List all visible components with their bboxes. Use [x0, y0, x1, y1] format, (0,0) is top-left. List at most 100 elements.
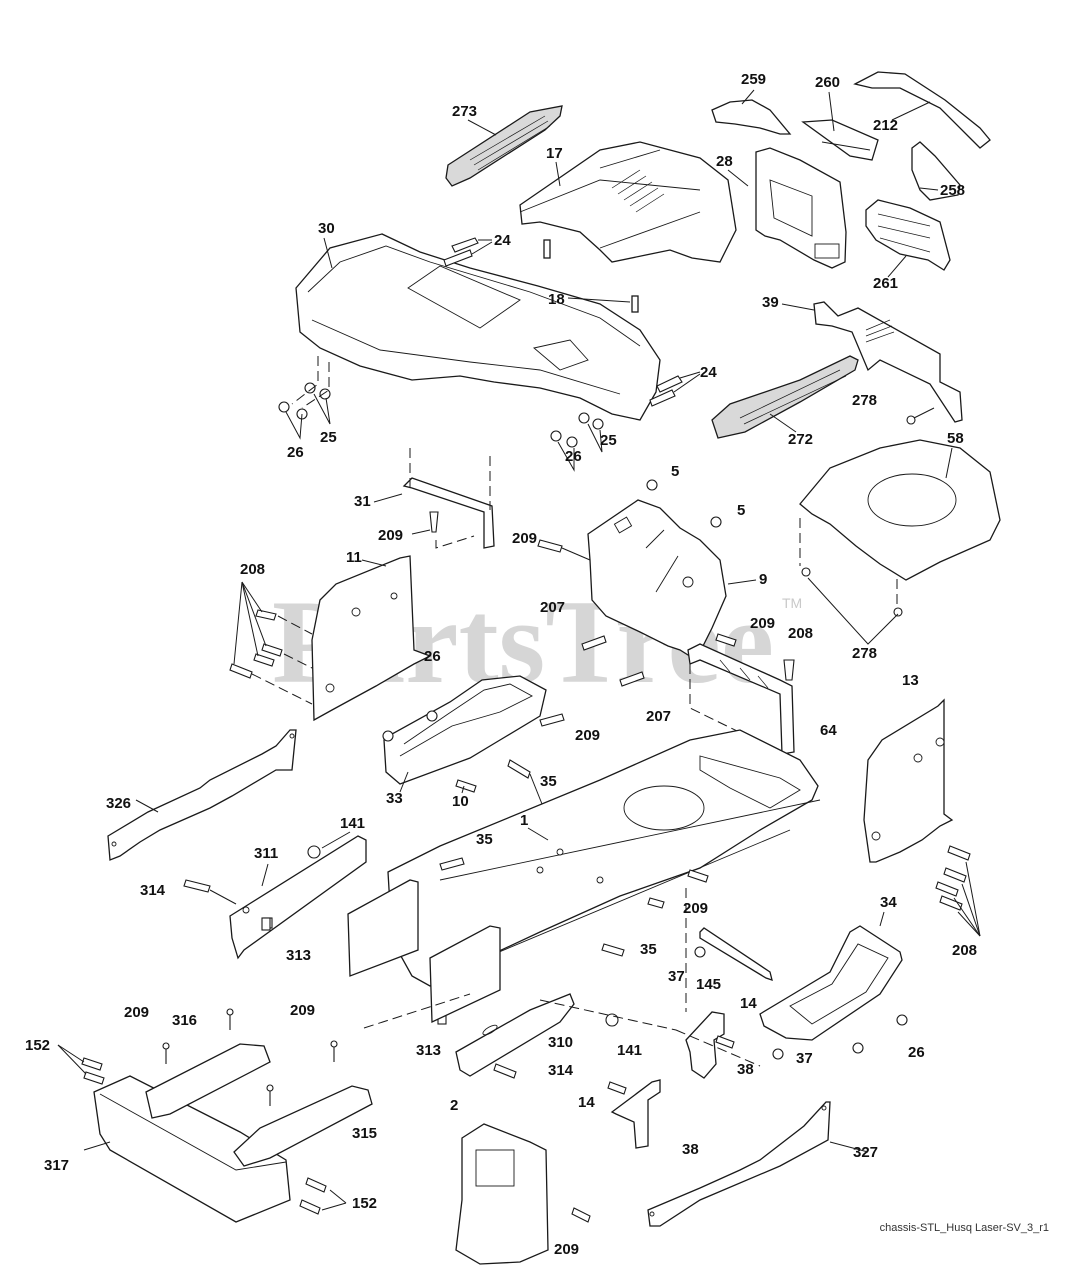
part-313-clip-a[interactable] [261, 917, 271, 931]
part-209-screw-d[interactable] [539, 713, 565, 727]
part-2-front-bracket[interactable] [455, 1123, 549, 1265]
callout-313-a: 313 [286, 947, 311, 964]
callout-152-a: 152 [25, 1037, 50, 1054]
part-260-insert[interactable] [801, 119, 879, 161]
callout-9: 9 [759, 571, 767, 588]
callout-26-right: 26 [565, 448, 582, 465]
part-28-dash-panel[interactable] [755, 147, 847, 269]
callout-260: 260 [815, 74, 840, 91]
part-17-hood[interactable] [519, 141, 737, 263]
part-37-bolt-a[interactable] [694, 946, 706, 958]
part-25-26-hardware-right[interactable] [550, 412, 604, 472]
part-1-main-frame[interactable] [387, 729, 821, 987]
part-326-plate[interactable] [107, 729, 297, 861]
part-327-plate[interactable] [647, 1101, 831, 1227]
callout-208-c: 208 [952, 942, 977, 959]
part-258-cap[interactable] [911, 141, 961, 201]
part-14-bolt-b[interactable] [607, 1081, 627, 1095]
callout-35-a: 35 [540, 773, 557, 790]
part-34-footrest[interactable] [759, 925, 903, 1041]
part-11-side-plate[interactable] [311, 555, 432, 722]
part-31-bracket[interactable] [402, 448, 495, 549]
callout-208-a: 208 [240, 561, 265, 578]
callout-209-d: 209 [575, 727, 600, 744]
part-316-bracket[interactable] [145, 1043, 271, 1119]
part-314-bolt-a[interactable] [183, 879, 237, 905]
assembly-guide-lines [363, 888, 761, 1067]
part-35-screw-c[interactable] [601, 897, 665, 957]
part-314-bolt-b[interactable] [493, 1063, 517, 1079]
part-33-footrest[interactable] [383, 675, 547, 785]
callout-141-b: 141 [617, 1042, 642, 1059]
part-141-retainer-a[interactable] [307, 845, 321, 859]
callout-30: 30 [318, 220, 335, 237]
part-278-screw-upper[interactable] [906, 407, 935, 425]
part-207-screw-b[interactable] [619, 671, 645, 687]
part-37-bolt-b[interactable] [772, 1048, 784, 1060]
part-38-bracket-a[interactable] [685, 1011, 725, 1079]
callout-18: 18 [548, 291, 565, 308]
part-152-bolts-b[interactable] [299, 1177, 347, 1215]
callout-39: 39 [762, 294, 779, 311]
callout-25-right: 25 [600, 432, 617, 449]
part-26-nuts-d[interactable] [852, 1014, 908, 1054]
callout-28: 28 [716, 153, 733, 170]
part-278-screws-lower[interactable] [799, 518, 903, 645]
part-35-screw-b[interactable] [439, 857, 465, 871]
part-25-26-hardware-left[interactable] [278, 356, 331, 440]
callout-5-b: 5 [737, 502, 745, 519]
part-18-bumpers[interactable] [543, 239, 639, 313]
part-14-bolt-a[interactable] [715, 1035, 735, 1049]
part-58-pan[interactable] [799, 439, 1001, 581]
callout-208-b: 208 [788, 625, 813, 642]
callout-35-c: 35 [640, 941, 657, 958]
part-5-cap-b[interactable] [710, 516, 722, 528]
part-152-bolts-a[interactable] [57, 1044, 105, 1085]
part-209-screw-e[interactable] [687, 869, 709, 883]
part-24-bolts-upper[interactable] [443, 237, 493, 267]
part-261-front-grille[interactable] [865, 199, 951, 271]
part-209-screw-a[interactable] [429, 511, 475, 549]
callout-311: 311 [254, 845, 278, 862]
part-39-bracket[interactable] [813, 301, 963, 423]
part-30-fender[interactable] [295, 233, 661, 421]
callout-212: 212 [873, 117, 898, 134]
part-209-screw-h[interactable] [571, 1207, 591, 1223]
part-208-bolts-a[interactable] [229, 581, 313, 705]
callout-209-h: 209 [554, 1241, 579, 1258]
part-212-trim[interactable] [853, 71, 991, 149]
part-273-grille-strip[interactable] [445, 105, 563, 187]
callout-278-upper: 278 [852, 392, 877, 409]
part-10-bolt[interactable] [455, 779, 477, 793]
callout-26-c: 26 [424, 648, 441, 665]
part-310-plate[interactable] [455, 993, 575, 1077]
callout-207-b: 207 [646, 708, 671, 725]
callout-11: 11 [346, 549, 362, 566]
part-145-rod[interactable] [699, 927, 773, 981]
part-5-cap-a[interactable] [646, 479, 658, 491]
part-bracket-plate-center[interactable] [347, 879, 501, 1024]
part-13-side-plate[interactable] [863, 698, 954, 863]
part-315-bracket[interactable] [233, 1085, 373, 1167]
part-208-bolts-c[interactable] [935, 845, 981, 937]
part-209-screw-c[interactable] [715, 633, 737, 647]
callout-141-a: 141 [340, 815, 365, 832]
callout-64: 64 [820, 722, 837, 739]
callout-259: 259 [741, 71, 766, 88]
part-141-retainer-b[interactable] [605, 1013, 619, 1027]
part-272-grille-strip[interactable] [711, 355, 859, 439]
part-35-screw-a[interactable] [507, 759, 531, 779]
part-209-bolts-g[interactable] [162, 1008, 338, 1106]
callout-33: 33 [386, 790, 403, 807]
part-26-nuts-c[interactable] [382, 710, 438, 742]
part-311-plate[interactable] [229, 835, 367, 960]
part-24-bolts-lower[interactable] [649, 371, 701, 407]
callout-58: 58 [947, 430, 964, 447]
part-38-bracket-b[interactable] [610, 1079, 661, 1149]
callout-38-a: 38 [737, 1061, 754, 1078]
part-207-screw-a[interactable] [581, 635, 607, 651]
part-9-dash-panel[interactable] [587, 499, 727, 661]
part-259-side-panel[interactable] [711, 99, 792, 135]
part-209-screw-b[interactable] [537, 539, 591, 561]
part-208-bolt-b[interactable] [783, 659, 795, 681]
